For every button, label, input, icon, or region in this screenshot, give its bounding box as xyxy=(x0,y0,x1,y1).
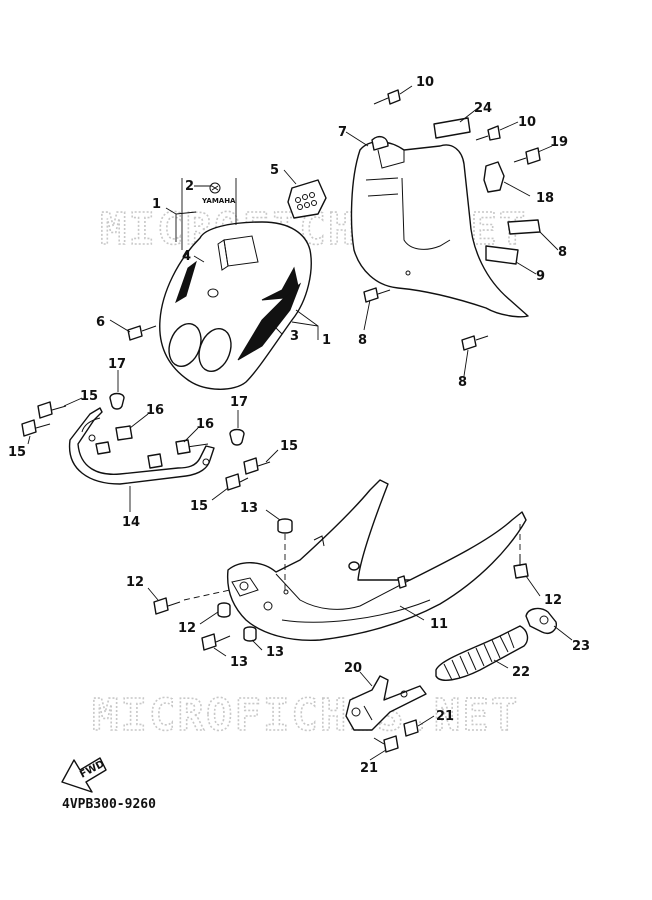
collar-13-mid xyxy=(217,602,231,618)
callout: 17 xyxy=(230,395,248,410)
leg-shield xyxy=(350,135,529,318)
callout: 8 xyxy=(358,333,367,348)
diagram-code: 4VPB300-9260 xyxy=(62,797,156,812)
part-18 xyxy=(483,161,505,193)
bolt-15-c xyxy=(243,457,271,475)
callout: 15 xyxy=(8,445,26,460)
callout: 8 xyxy=(458,375,467,390)
callout: 19 xyxy=(550,135,568,150)
screw-6 xyxy=(127,325,157,341)
collar-13-low xyxy=(243,626,257,642)
cable-guide-23 xyxy=(525,607,557,634)
collar-13-top xyxy=(277,518,293,534)
part-24 xyxy=(433,117,471,139)
callout: 15 xyxy=(280,439,298,454)
watermark-bottom: MICROFICHES.NET xyxy=(92,690,519,741)
callout: 11 xyxy=(430,617,448,632)
bolt-15-b xyxy=(21,419,51,437)
callout: 1 xyxy=(152,197,161,212)
screw-12-left xyxy=(153,589,231,615)
callout: 9 xyxy=(536,269,545,284)
bracket-20 xyxy=(345,675,427,731)
decal-9 xyxy=(485,245,519,265)
callout: 21 xyxy=(360,761,378,776)
callout: 20 xyxy=(344,661,362,676)
under-cover-11 xyxy=(226,479,527,642)
callout: 10 xyxy=(416,75,434,90)
bolt-misc xyxy=(95,441,163,469)
screw-8-left xyxy=(363,287,391,303)
callout: 7 xyxy=(338,125,347,140)
callouts: 1 2 4 5 6 3 1 7 10 24 10 19 18 8 9 8 8 1… xyxy=(8,75,590,776)
grommet-17-b xyxy=(229,428,245,446)
callout: 17 xyxy=(108,357,126,372)
callout: 12 xyxy=(544,593,562,608)
callout: 12 xyxy=(126,575,144,590)
grommet-17-a xyxy=(109,392,125,410)
callout: 10 xyxy=(518,115,536,130)
bracket-14 xyxy=(68,407,215,485)
callout: 5 xyxy=(270,163,279,178)
callout: 23 xyxy=(572,639,590,654)
screw-19 xyxy=(513,147,541,165)
yamaha-emblem: YAMAHA xyxy=(181,178,237,250)
fwd-arrow-icon: FWD xyxy=(61,757,107,793)
callout: 12 xyxy=(178,621,196,636)
lens xyxy=(287,179,327,219)
screw-8-bottom xyxy=(461,335,489,351)
front-cover xyxy=(159,221,312,390)
callout: 13 xyxy=(266,645,284,660)
callout: 16 xyxy=(196,417,214,432)
bolt-21-right xyxy=(403,719,419,737)
screw-12-right xyxy=(513,524,529,579)
bolt-15-d xyxy=(225,473,249,491)
decal-8 xyxy=(507,219,541,235)
bolt-16-a xyxy=(115,425,133,441)
screw-10-upper xyxy=(373,89,401,105)
callout: 8 xyxy=(558,245,567,260)
leader-lines xyxy=(27,85,573,761)
callout: 16 xyxy=(146,403,164,418)
callout: 24 xyxy=(474,101,492,116)
callout: 2 xyxy=(185,179,194,194)
callout: 22 xyxy=(512,665,530,680)
bolt-16-b xyxy=(175,439,191,455)
callout: 1 xyxy=(322,333,331,348)
callout: 6 xyxy=(96,315,105,330)
callout: 15 xyxy=(190,499,208,514)
callout: 15 xyxy=(80,389,98,404)
callout: 14 xyxy=(122,515,140,530)
callout: 13 xyxy=(230,655,248,670)
callout: 4 xyxy=(182,249,191,264)
emblem-text: YAMAHA xyxy=(201,197,236,205)
boot-22 xyxy=(435,625,529,681)
callout: 3 xyxy=(290,329,299,344)
callout: 13 xyxy=(240,501,258,516)
callout: 18 xyxy=(536,191,554,206)
callout: 21 xyxy=(436,709,454,724)
bolt-21-low xyxy=(373,735,399,753)
screw-12-low xyxy=(201,633,231,651)
bolt-15-a xyxy=(37,401,67,419)
screw-10-right xyxy=(475,125,501,141)
